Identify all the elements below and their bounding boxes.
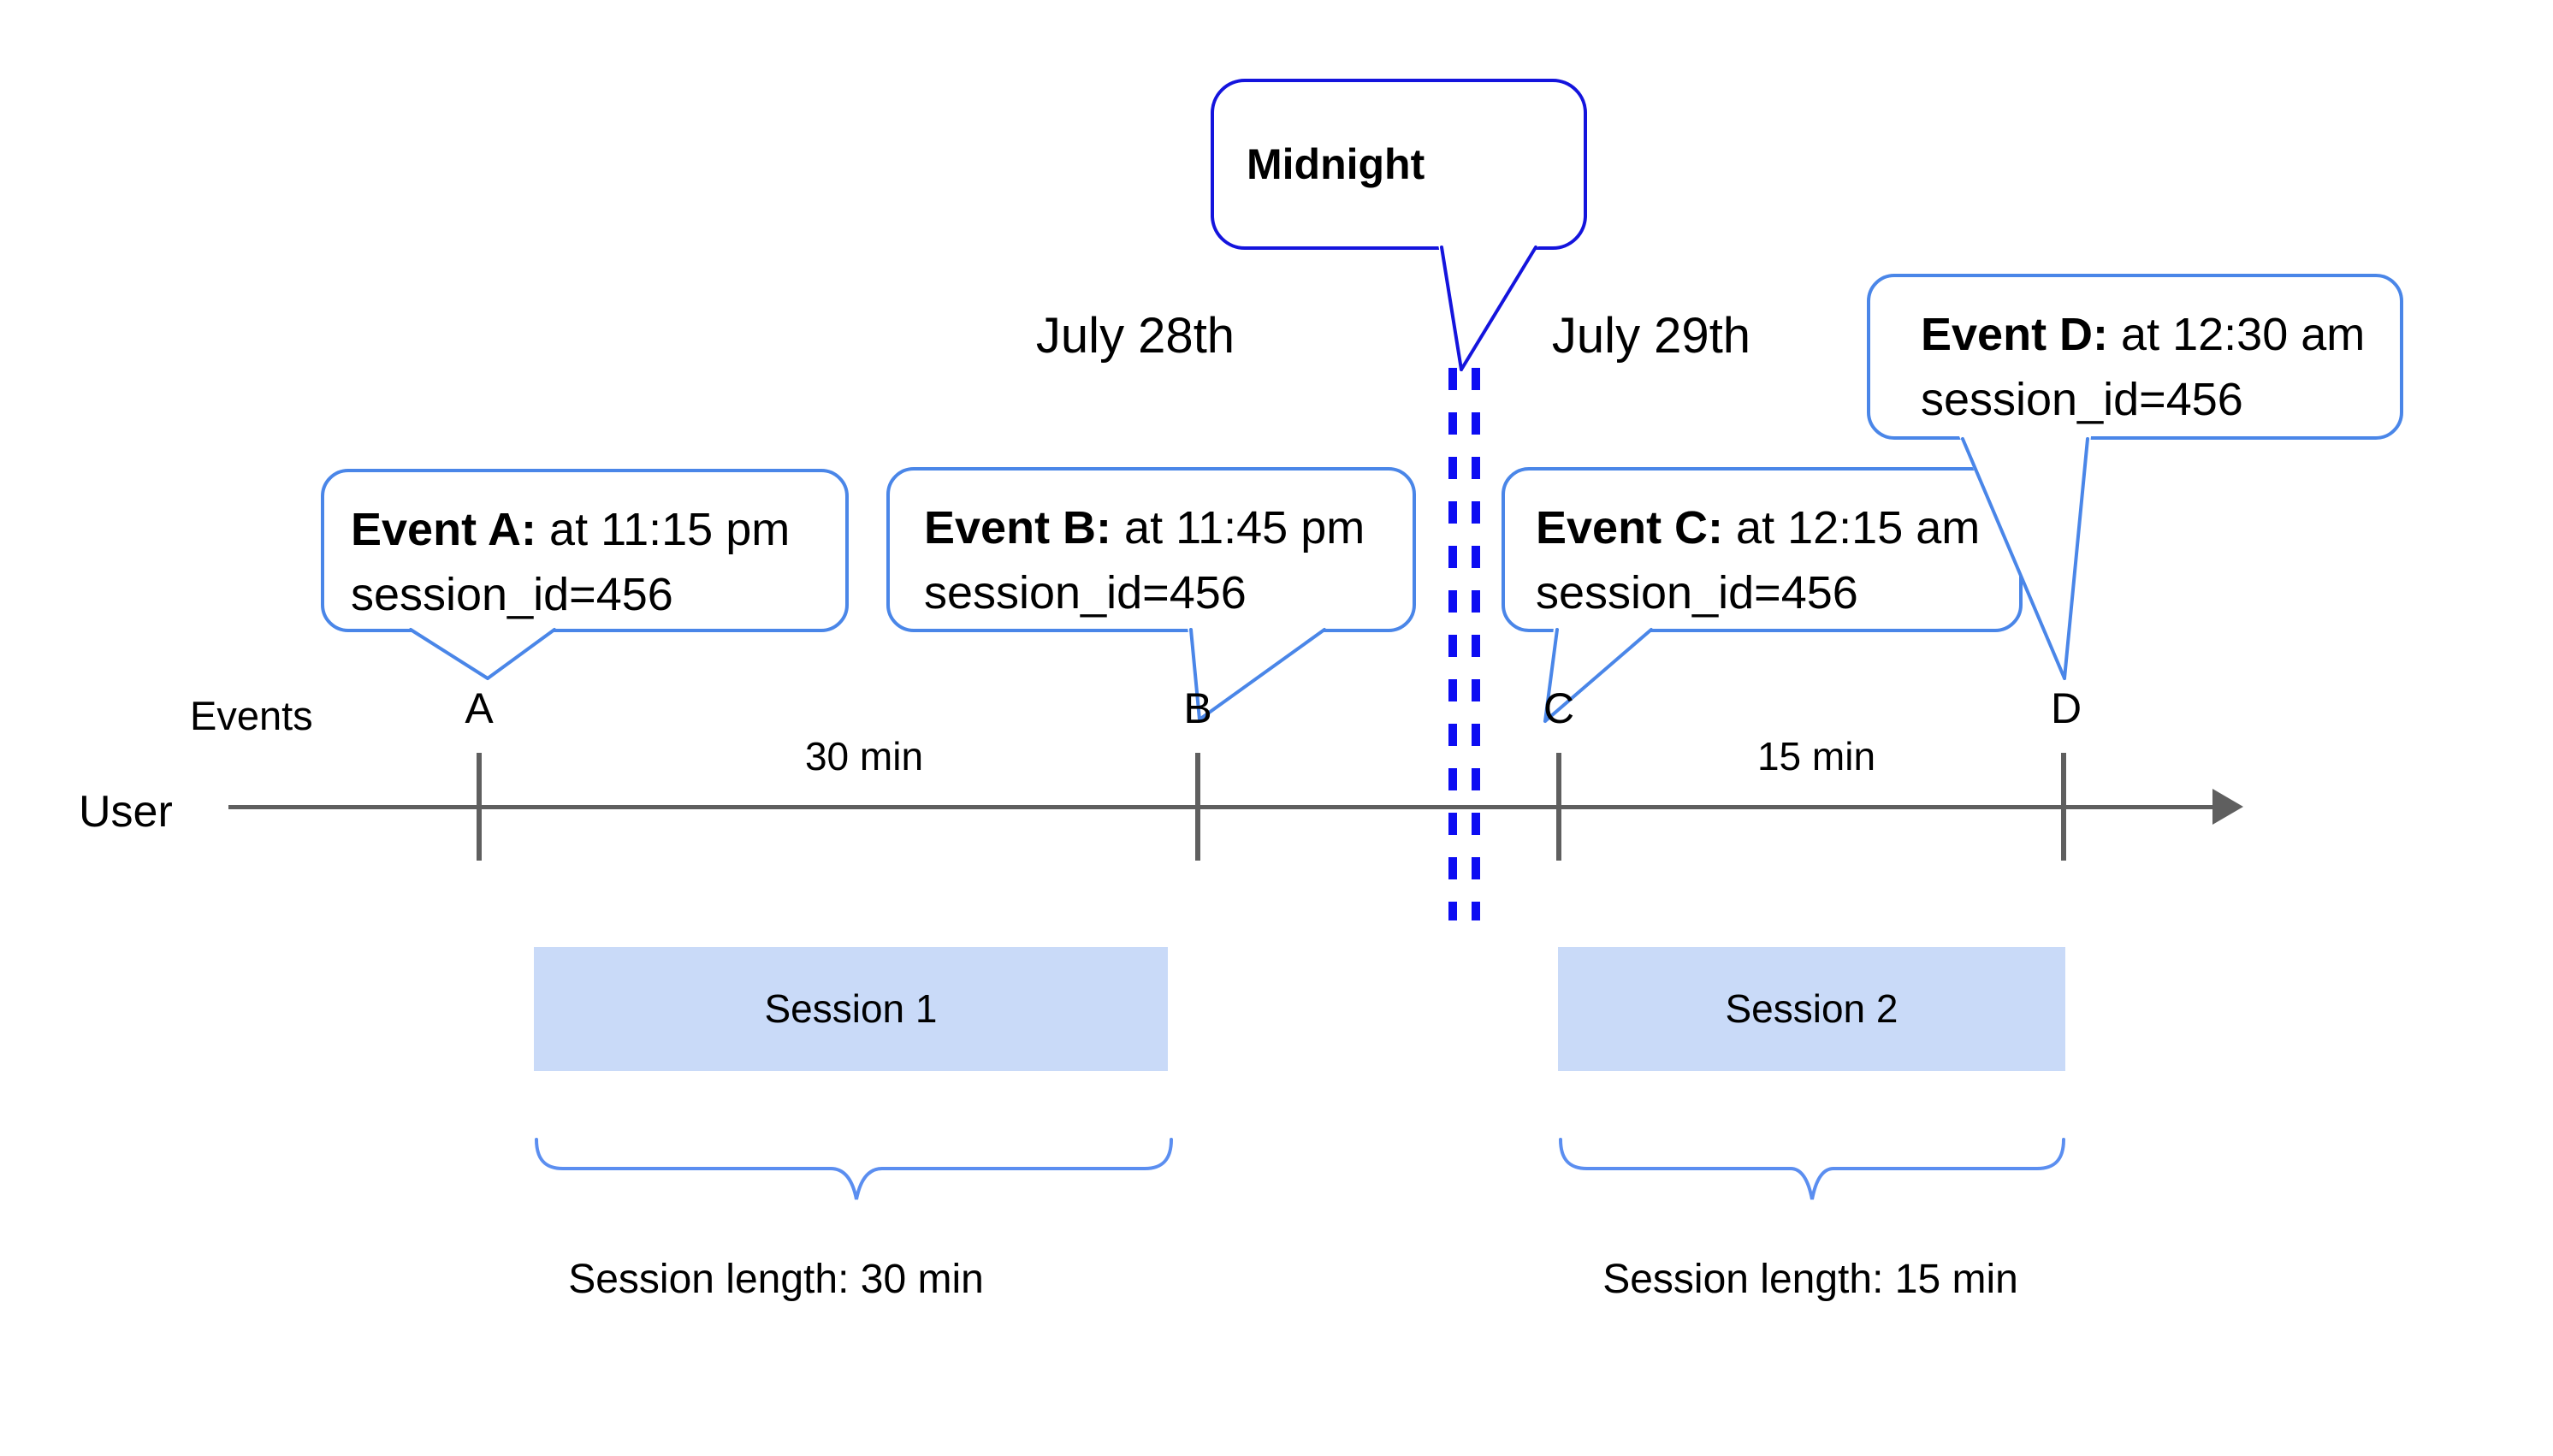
event-a-session: session_id=456 — [351, 569, 673, 620]
event-a-bubble-shape — [321, 469, 849, 680]
event-d-line1: Event D: at 12:30 am — [1921, 308, 2365, 361]
date-july-28: July 28th — [1035, 308, 1235, 364]
event-b-bubble-shape — [886, 467, 1416, 721]
midnight-label: Midnight — [1247, 140, 1425, 188]
tick-b — [1195, 753, 1200, 861]
event-letter-c: C — [1543, 684, 1575, 732]
event-c-line1: Event C: at 12:15 am — [1536, 501, 1980, 554]
date-july-29: July 29th — [1551, 308, 1751, 364]
event-letter-b: B — [1183, 684, 1212, 732]
session-2-box: Session 2 — [1558, 947, 2065, 1071]
user-axis-label: User — [79, 787, 173, 837]
midnight-dashed-line-left — [1448, 368, 1457, 920]
event-letter-a: A — [465, 684, 494, 732]
timeline-axis — [228, 805, 2215, 809]
timeline-arrowhead-icon — [2212, 789, 2243, 825]
event-b-time: at 11:45 pm — [1111, 502, 1365, 553]
event-a-time: at 11:15 pm — [536, 504, 791, 555]
event-d-bubble-shape — [1867, 274, 2403, 680]
event-letter-d: D — [2050, 684, 2082, 732]
session-1-length-label: Session length: 30 min — [568, 1257, 984, 1302]
tick-c — [1556, 753, 1561, 861]
tick-a — [477, 753, 482, 861]
event-d-name: Event D: — [1921, 309, 2109, 360]
session-2-length-label: Session length: 15 min — [1602, 1257, 2018, 1302]
event-c-session: session_id=456 — [1536, 567, 1858, 619]
event-d-time: at 12:30 am — [2108, 309, 2366, 360]
midnight-dashed-line-right — [1472, 368, 1480, 920]
event-a-name: Event A: — [351, 504, 537, 555]
interval-15min-label: 15 min — [1756, 734, 1876, 778]
event-a-line1: Event A: at 11:15 pm — [351, 503, 790, 556]
tick-d — [2061, 753, 2066, 861]
session-2-brace — [1559, 1138, 2065, 1200]
midnight-bubble-shape — [1211, 79, 1587, 371]
interval-30min-label: 30 min — [804, 734, 924, 778]
event-c-time: at 12:15 am — [1723, 502, 1981, 553]
session-1-brace — [535, 1138, 1173, 1200]
event-c-name: Event C: — [1536, 502, 1724, 553]
events-axis-label: Events — [190, 693, 313, 738]
event-c-bubble-shape — [1502, 467, 2023, 723]
event-d-session: session_id=456 — [1921, 374, 2243, 425]
event-b-name: Event B: — [924, 502, 1112, 553]
event-b-line1: Event B: at 11:45 pm — [924, 501, 1365, 554]
event-b-session: session_id=456 — [924, 567, 1247, 619]
session-1-box: Session 1 — [534, 947, 1168, 1071]
